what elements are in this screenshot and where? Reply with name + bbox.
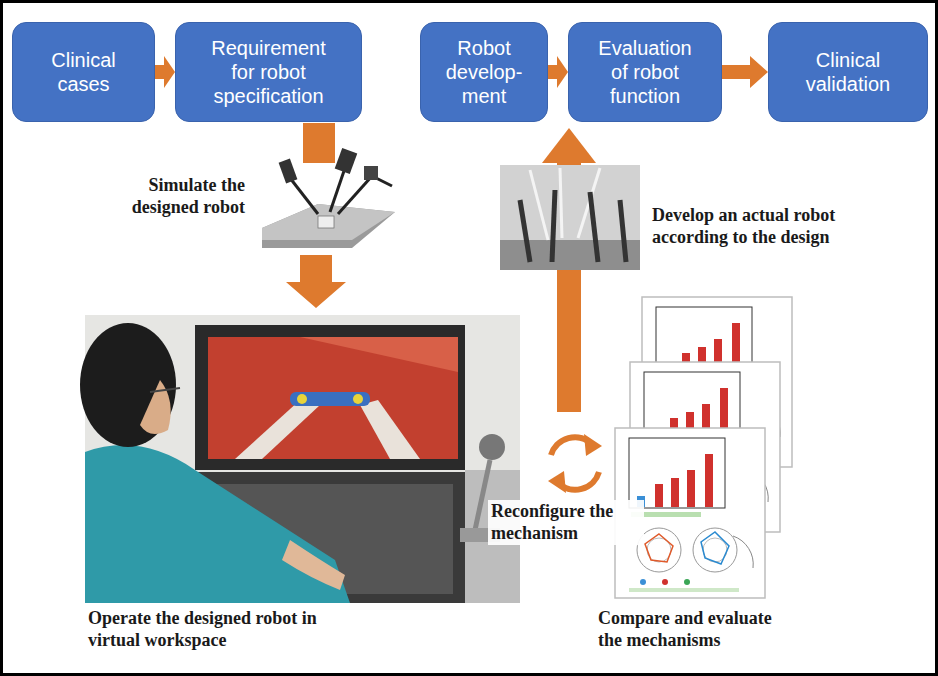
flow-block [303, 123, 335, 163]
annotation-text: Compare and evaluate the mechanisms [598, 608, 798, 651]
process-box: Evaluation of robot function [568, 22, 722, 122]
process-box: Robot develop- ment [420, 22, 548, 122]
robot-photo [500, 165, 640, 270]
operator-photo [80, 315, 520, 603]
process-box: Clinical cases [12, 22, 155, 122]
process-box: Clinical validation [768, 22, 928, 122]
box-text: Evaluation of robot function [589, 36, 701, 108]
annotation-text: Develop an actual robot according to the… [652, 205, 887, 248]
box-text: Requirement for robot specification [199, 36, 339, 108]
annotation-text: Reconfigure the mechanism [488, 500, 644, 545]
flow-arrow [722, 56, 768, 88]
evaluation-charts [615, 297, 792, 598]
process-box: Requirement for robot specification [175, 22, 362, 122]
box-text: Clinical validation [788, 48, 908, 96]
reconfigure-loop [548, 434, 602, 493]
flow-arrow [548, 56, 568, 88]
box-text: Clinical cases [34, 48, 134, 96]
flow-arrow [155, 56, 175, 88]
box-text: Robot develop- ment [439, 36, 529, 108]
flow-arrow-head [542, 128, 596, 163]
annotation-text: Simulate the designed robot [95, 175, 245, 218]
simulated-robot [262, 148, 395, 248]
flow-arrow-down [286, 255, 346, 308]
annotation-text: Operate the designed robot in virtual wo… [88, 608, 320, 651]
